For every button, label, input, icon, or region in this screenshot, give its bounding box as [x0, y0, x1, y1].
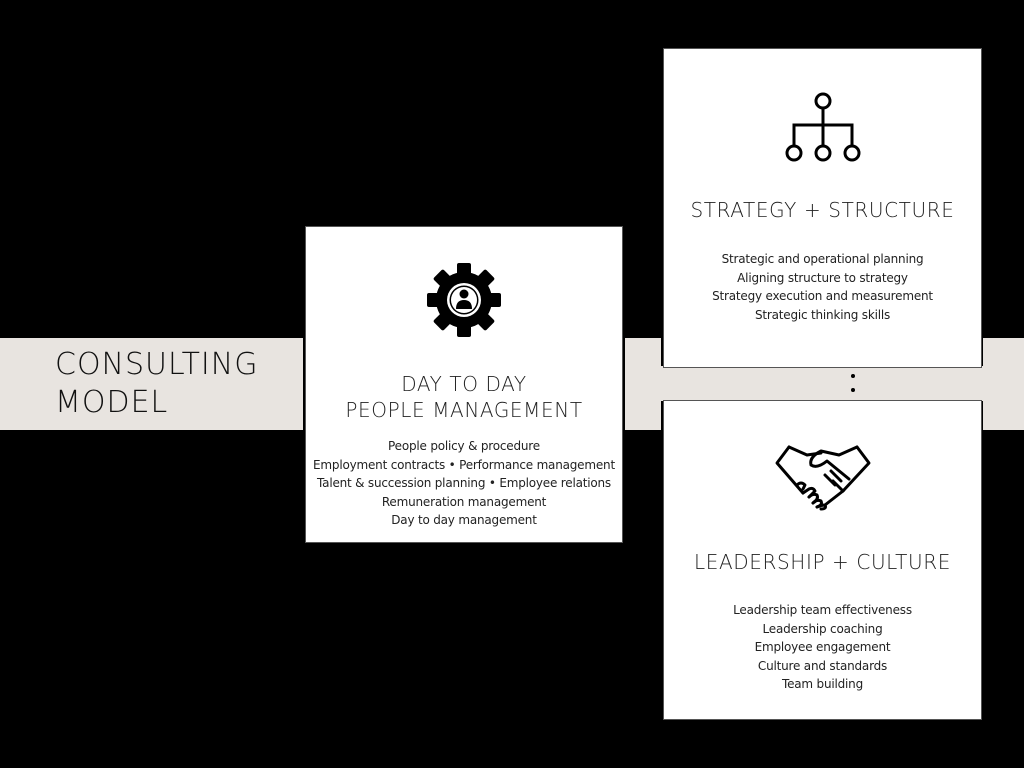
model-title: CONSULTING MODEL	[55, 346, 258, 422]
list-item: Employee engagement	[754, 640, 891, 654]
left-band	[0, 338, 303, 430]
card-items: Strategic and operational planning Align…	[664, 250, 981, 324]
list-item: Culture and standards	[757, 658, 888, 673]
card-heading: DAY TO DAY PEOPLE MANAGEMENT	[306, 371, 622, 423]
card-items: People policy & procedure Employment con…	[306, 437, 622, 530]
card-heading: LEADERSHIP + CULTURE	[694, 550, 951, 574]
list-item: Remuneration management	[381, 494, 547, 509]
connector-band	[625, 338, 661, 430]
handshake-icon	[775, 445, 870, 511]
card-people-management: DAY TO DAY PEOPLE MANAGEMENT People poli…	[305, 226, 623, 543]
list-item: Aligning structure to strategy	[737, 270, 908, 285]
list-item: Leadership team effectiveness	[733, 603, 912, 617]
list-item: Strategic and operational planning	[721, 252, 924, 266]
title-line-2: MODEL	[55, 385, 169, 420]
card-heading: STRATEGY + STRUCTURE	[690, 198, 955, 222]
card-strategy-structure: STRATEGY + STRUCTURE Strategic and opera…	[663, 48, 982, 368]
list-item: Employment contracts • Performance manag…	[313, 457, 615, 472]
gear-person-icon	[427, 263, 501, 337]
list-item: Team building	[782, 677, 863, 691]
card-items: Leadership team effectiveness Leadership…	[664, 601, 981, 694]
right-gap-band	[661, 366, 983, 401]
heading-line-2: PEOPLE MANAGEMENT	[345, 398, 583, 422]
list-item: Strategy execution and measurement	[712, 289, 933, 303]
org-chart-icon	[785, 92, 860, 162]
list-item: Leadership coaching	[762, 621, 883, 636]
card-leadership-culture: LEADERSHIP + CULTURE Leadership team eff…	[663, 400, 982, 720]
colon-dot-bottom	[851, 388, 855, 392]
list-item: Day to day management	[391, 513, 537, 527]
list-item: Strategic thinking skills	[754, 307, 891, 322]
list-item: People policy & procedure	[388, 439, 540, 453]
colon-dot-top	[851, 374, 855, 378]
title-line-1: CONSULTING	[55, 347, 259, 382]
list-item: Talent & succession planning • Employee …	[317, 476, 611, 490]
heading-line-1: DAY TO DAY	[401, 372, 527, 396]
far-right-band	[983, 338, 1024, 430]
